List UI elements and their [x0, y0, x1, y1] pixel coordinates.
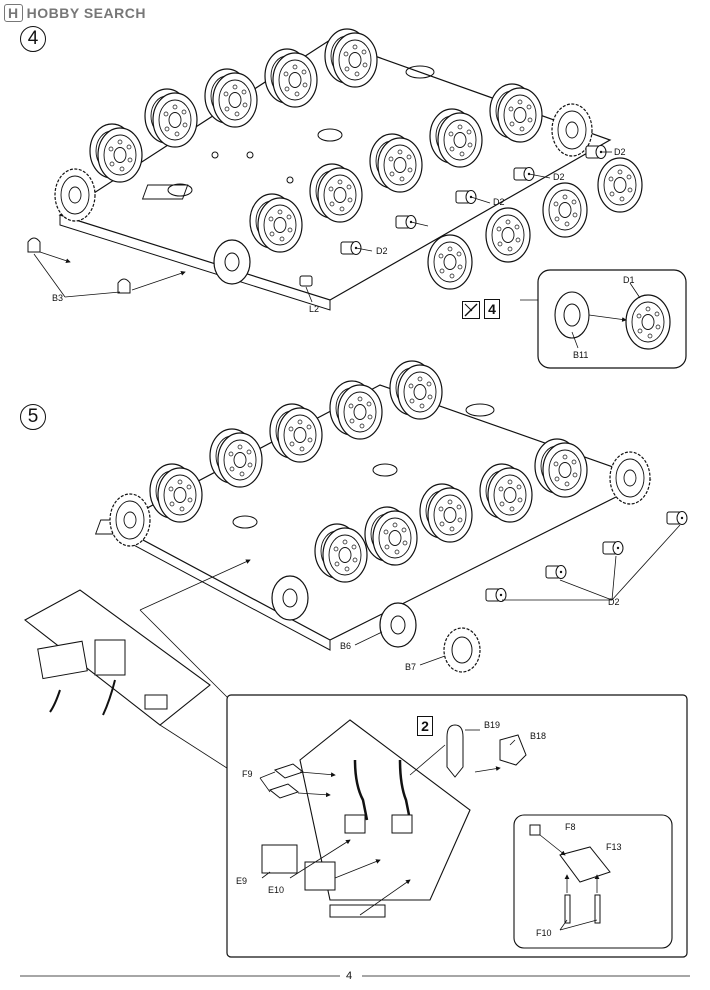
watermark-text: HOBBY SEARCH	[26, 5, 146, 21]
step-number-5: 5	[20, 404, 46, 430]
label-d2: D2	[376, 246, 388, 256]
step-reference-badge: 4	[484, 299, 500, 319]
label-b11: B11	[573, 350, 589, 360]
step4-assembly	[27, 29, 687, 369]
label-d2: D2	[493, 197, 505, 207]
label-d2: D2	[614, 147, 626, 157]
label-b19: B19	[484, 720, 501, 730]
label-e10: E10	[268, 885, 285, 895]
label-l2: L2	[309, 304, 320, 314]
page-number: 4	[346, 970, 353, 982]
label-f8: F8	[565, 822, 576, 832]
label-b6: B6	[340, 641, 352, 651]
label-d2: D2	[553, 172, 565, 182]
label-d1: D1	[623, 275, 635, 285]
label-d2: D2	[608, 597, 620, 607]
label-b7: B7	[405, 662, 417, 672]
label-f13: F13	[606, 842, 622, 852]
label-f9: F9	[242, 769, 253, 779]
step-number-4: 4	[20, 26, 46, 52]
hobbysearch-logo: H	[4, 4, 23, 22]
label-f10: F10	[536, 928, 552, 938]
label-b18: B18	[530, 731, 547, 741]
step-reference-badge: 2	[417, 716, 433, 736]
label-b3: B3	[52, 293, 64, 303]
label-e9: E9	[236, 876, 248, 886]
step5-assembly	[23, 361, 688, 958]
pencil-icon	[462, 301, 480, 319]
